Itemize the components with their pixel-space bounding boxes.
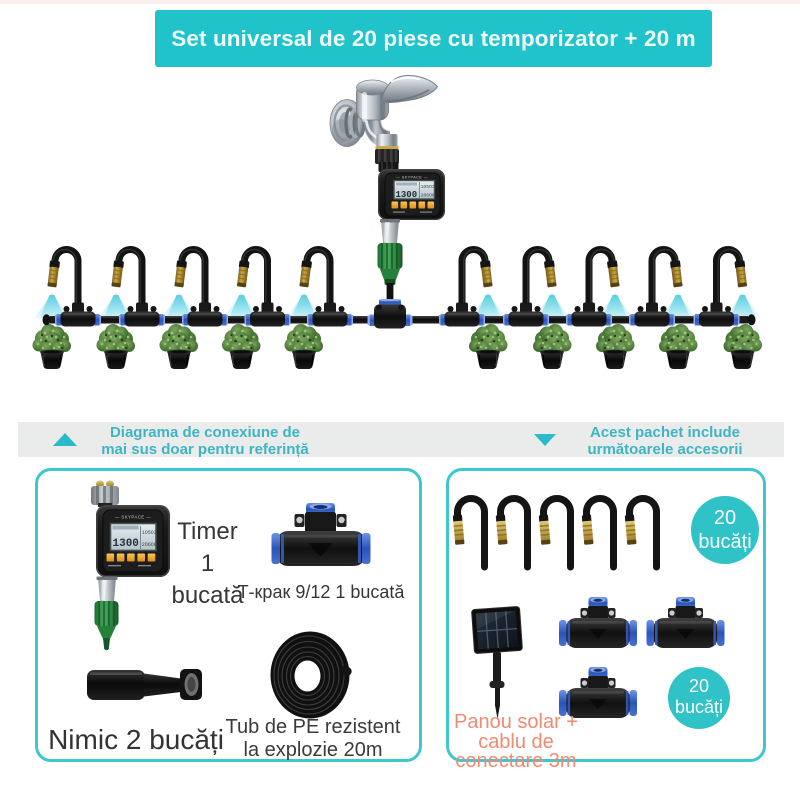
svg-text:1O5O3: 1O5O3 xyxy=(421,184,435,190)
svg-text:1300: 1300 xyxy=(113,538,139,550)
svg-text:— SKYPACE —: — SKYPACE — xyxy=(115,515,151,520)
svg-text:2O6O8: 2O6O8 xyxy=(421,193,435,199)
svg-text:1O5O3: 1O5O3 xyxy=(142,530,157,536)
svg-text:— SKYPACE —: — SKYPACE — xyxy=(396,176,428,180)
svg-text:1300: 1300 xyxy=(396,190,418,200)
svg-text:2O6O8: 2O6O8 xyxy=(142,542,157,548)
